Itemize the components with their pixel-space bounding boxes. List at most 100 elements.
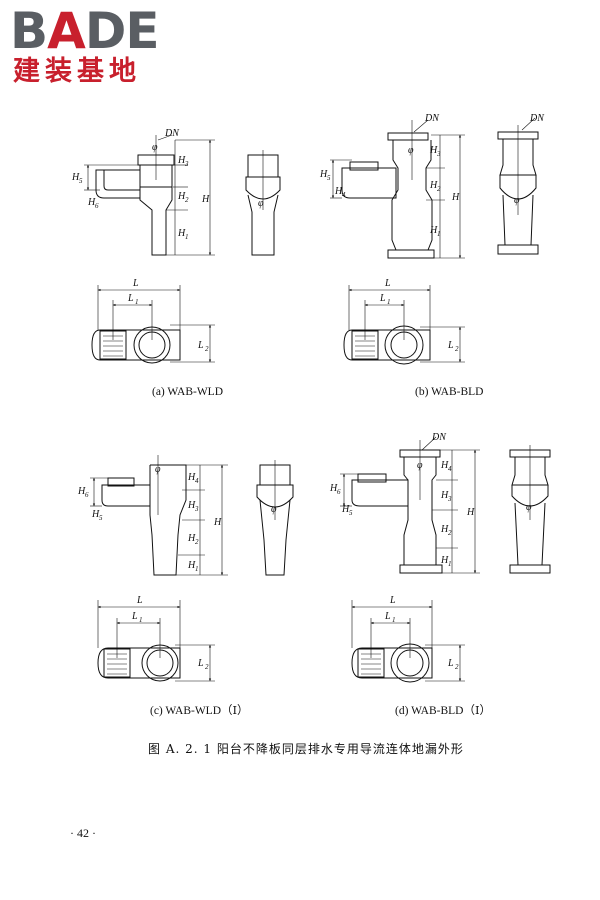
svg-text:3: 3 [447, 495, 452, 503]
svg-text:2: 2 [205, 663, 209, 671]
l-label: L [132, 278, 139, 289]
h1-label: H [429, 225, 438, 236]
h1-label: H [177, 228, 186, 239]
figure-b-elevation [330, 119, 465, 259]
h2-label: H [187, 533, 196, 544]
h5-label: H [91, 509, 100, 520]
l2-label: L [197, 658, 204, 669]
svg-text:3: 3 [194, 505, 199, 513]
svg-text:4: 4 [342, 191, 346, 199]
caption-b: (b) WAB-BLD [415, 386, 484, 398]
h-label: H [466, 507, 475, 518]
figure-a-plan [91, 285, 215, 364]
dn-label: DN [164, 128, 180, 139]
svg-text:2: 2 [185, 196, 189, 204]
h3-label: H [177, 155, 186, 166]
page-number: · 42 · [70, 826, 96, 840]
h6-label: H [329, 483, 338, 494]
svg-text:2: 2 [195, 538, 199, 546]
svg-text:2: 2 [437, 185, 441, 193]
phi-label: φ [258, 198, 264, 209]
svg-text:3: 3 [436, 150, 441, 158]
svg-text:4: 4 [448, 465, 452, 473]
h3-label: H [440, 490, 449, 501]
dn-label: DN [529, 113, 545, 124]
svg-text:1: 1 [185, 233, 189, 241]
h-label: H [213, 517, 222, 528]
figure-b-plan [343, 285, 465, 365]
svg-text:4: 4 [195, 477, 199, 485]
dn-label: DN [424, 113, 440, 124]
logo-wordmark: BADE [10, 2, 159, 60]
h2-label: H [177, 191, 186, 202]
figure-d-plan [351, 600, 465, 683]
svg-text:1: 1 [195, 565, 199, 573]
svg-text:5: 5 [327, 174, 331, 182]
svg-text:6: 6 [337, 488, 341, 496]
svg-text:5: 5 [79, 177, 83, 185]
h5-label: H [71, 172, 80, 183]
l1-label: L [384, 611, 391, 622]
svg-text:2: 2 [455, 345, 459, 353]
svg-text:3: 3 [184, 160, 189, 168]
phi-label: φ [155, 464, 161, 475]
l1-label: L [379, 293, 386, 304]
figure-b-side [497, 117, 539, 255]
l1-label: L [131, 611, 138, 622]
h2-label: H [440, 524, 449, 535]
logo: BADE 建装基地 [10, 6, 185, 90]
svg-text:5: 5 [349, 509, 353, 517]
svg-text:2: 2 [448, 529, 452, 537]
l2-label: L [197, 340, 204, 351]
h-label: H [451, 192, 460, 203]
h4-label: H [440, 460, 449, 471]
figure-c-elevation [90, 455, 228, 576]
h4-label: H [187, 472, 196, 483]
phi-label: φ [152, 142, 158, 153]
caption-c: (c) WAB-WLD（Ⅰ） [150, 705, 249, 717]
svg-text:5: 5 [99, 514, 103, 522]
figure-c-side [256, 460, 294, 576]
phi-label: φ [271, 504, 277, 515]
svg-text:1: 1 [387, 298, 391, 306]
figure-c-plan [97, 600, 215, 682]
h6-label: H [77, 486, 86, 497]
h6-label: H [87, 197, 96, 208]
dn-label: DN [431, 432, 447, 443]
figure-d-side [509, 445, 551, 574]
svg-text:2: 2 [455, 663, 459, 671]
h5-label: H [319, 169, 328, 180]
h1-label: H [440, 555, 449, 566]
l2-label: L [447, 340, 454, 351]
figure-a-elevation [84, 134, 215, 256]
logo-subtitle: 建装基地 [13, 56, 141, 87]
svg-text:1: 1 [448, 560, 452, 568]
h3-label: H [187, 500, 196, 511]
phi-label: φ [526, 502, 532, 513]
phi-label: φ [514, 195, 520, 206]
l-label: L [389, 595, 396, 606]
l2-label: L [447, 658, 454, 669]
l-label: L [136, 595, 143, 606]
l1-label: L [127, 293, 134, 304]
h3-label: H [429, 145, 438, 156]
svg-text:6: 6 [95, 202, 99, 210]
svg-text:1: 1 [135, 298, 139, 306]
figure-d-elevation [340, 436, 480, 574]
h1-label: H [187, 560, 196, 571]
h5-label: H [341, 504, 350, 515]
figure-a-side [245, 150, 281, 256]
svg-text:1: 1 [437, 230, 441, 238]
svg-text:2: 2 [205, 345, 209, 353]
h-label: H [201, 194, 210, 205]
svg-text:1: 1 [139, 616, 143, 624]
phi-label: φ [408, 145, 414, 156]
h4-label: H [334, 186, 343, 197]
caption-a: (a) WAB-WLD [152, 386, 223, 398]
h2-label: H [429, 180, 438, 191]
l-label: L [384, 278, 391, 289]
figure-caption: 图 A. 2. 1 阳台不降板同层排水专用导流连体地漏外形 [148, 742, 464, 756]
caption-d: (d) WAB-BLD（Ⅰ） [395, 705, 492, 717]
